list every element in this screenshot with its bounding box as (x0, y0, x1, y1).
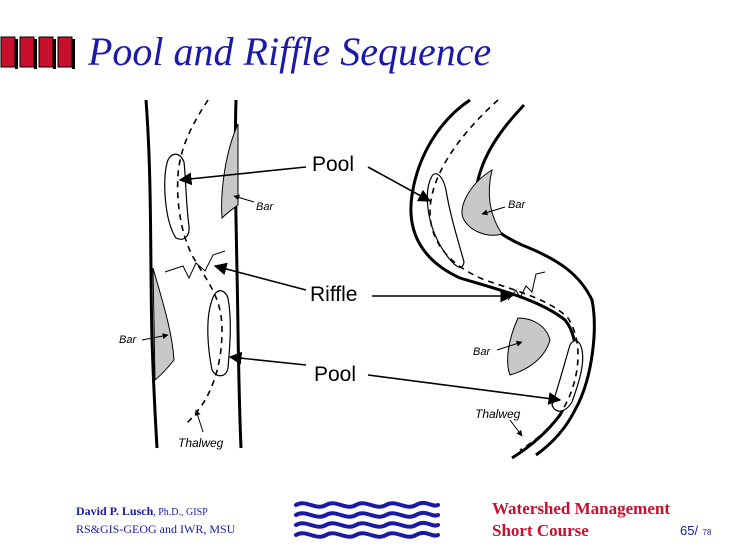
arrow-bar-left-lower (141, 333, 169, 341)
left-bar-upper (221, 123, 239, 220)
arrow-pool-bottom-right (367, 374, 562, 405)
course-line-1: Watershed Management (492, 499, 671, 518)
left-bar-lower (152, 267, 175, 382)
label-bar-left-upper: Bar (256, 201, 274, 213)
right-riffle-mark (507, 271, 546, 301)
footer-author: David P. Lusch, Ph.D., GISP RS&GIS-GEOG … (76, 503, 235, 537)
course-line-2: Short Course (492, 521, 589, 540)
right-bank-outer (409, 98, 578, 460)
arrow-bar-right-upper (481, 206, 506, 216)
author-name: David P. Lusch (76, 504, 154, 518)
page-total: 78 (702, 528, 712, 537)
arrow-pool-top-right (367, 166, 432, 202)
arrow-riffle-left (213, 262, 307, 291)
label-bar-left-lower: Bar (119, 334, 137, 346)
author-credentials: , Ph.D., GISP (153, 507, 208, 518)
right-bank-inner (475, 103, 596, 457)
author-organization: RS&GIS-GEOG and IWR, MSU (76, 522, 236, 536)
slide-title: Pool and Riffle Sequence (88, 29, 492, 74)
right-bar-upper (461, 168, 503, 236)
arrow-bar-right-lower (496, 340, 523, 351)
arrow-pool-bottom-left (228, 351, 307, 366)
label-thalweg-left: Thalweg (178, 436, 224, 450)
meander-channel (409, 98, 596, 460)
course-title: Watershed Management Short Course (492, 498, 670, 542)
arrow-bar-left-upper (233, 194, 255, 203)
callout-arrows (141, 166, 562, 437)
label-pool-bottom: Pool (314, 363, 356, 386)
label-pool-top: Pool (312, 153, 354, 176)
left-thalweg (176, 99, 223, 425)
right-pool-upper (426, 173, 465, 268)
label-bar-right-lower: Bar (473, 346, 491, 358)
page-current: 65/ (680, 523, 699, 538)
waves-logo-icon (294, 500, 440, 539)
right-bar-lower (507, 317, 551, 376)
arrow-thalweg-left (194, 409, 204, 433)
label-thalweg-right: Thalweg (475, 407, 521, 421)
author-line: David P. Lusch, Ph.D., GISP (76, 503, 235, 521)
right-thalweg (429, 99, 579, 451)
left-pool-lower (207, 290, 231, 377)
label-bar-right-upper: Bar (508, 199, 526, 211)
title-bar-icon (0, 36, 75, 69)
left-pool-upper (164, 153, 190, 240)
left-bank-west (144, 99, 159, 449)
straight-channel (144, 99, 243, 449)
label-riffle: Riffle (310, 283, 357, 306)
arrow-pool-top-left (178, 166, 307, 186)
arrow-thalweg-right (509, 419, 523, 437)
left-riffle-mark (164, 250, 226, 280)
page-number: 65/ 78 (680, 522, 711, 540)
